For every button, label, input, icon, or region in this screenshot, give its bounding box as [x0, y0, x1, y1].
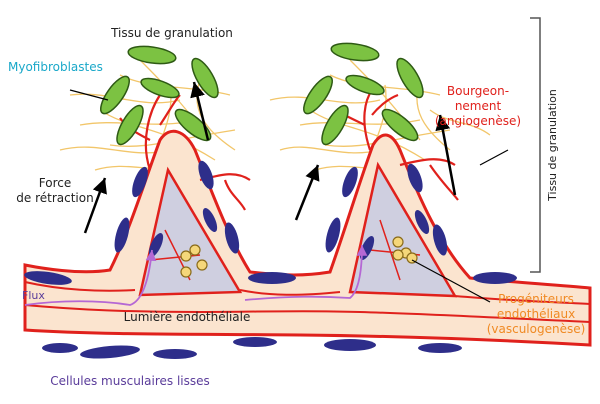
label-cellules: Cellules musculaires lisses [50, 374, 210, 388]
granulation-bracket [530, 17, 541, 273]
label-force-2: de rétraction [16, 191, 93, 205]
progenitor-cells [180, 236, 418, 278]
label-force-1: Force [39, 176, 71, 190]
vessel-inner-wall-top [24, 281, 591, 305]
label-lumiere: Lumière endothéliale [124, 310, 251, 324]
core-branches [149, 219, 421, 281]
label-bourgeon-2: nement [455, 99, 502, 113]
label-flux: Flux [22, 289, 45, 302]
sprout-core-left [138, 166, 243, 297]
label-bourgeon-1: Bourgeon- [447, 84, 509, 98]
label-tissu-top: Tissu de granulation [110, 26, 233, 40]
label-progen-3: (vasculogenèse) [487, 322, 586, 336]
label-bourgeon-3: (angiogenèse) [435, 114, 521, 128]
flux-arrows [24, 244, 368, 306]
label-tissu-right: Tissu de granulation [546, 89, 559, 202]
retraction-arrows [83, 81, 457, 234]
sprout-core-right [348, 161, 458, 298]
myofibroblasts [100, 42, 424, 146]
label-progen-2: endothéliaux [497, 307, 575, 321]
leader-lines [69, 89, 509, 303]
capillary-branches [119, 89, 459, 211]
vessel-inner-wall [24, 304, 591, 323]
label-progen-1: Progéniteurs [498, 292, 574, 306]
label-myofibroblastes: Myofibroblastes [8, 60, 103, 74]
